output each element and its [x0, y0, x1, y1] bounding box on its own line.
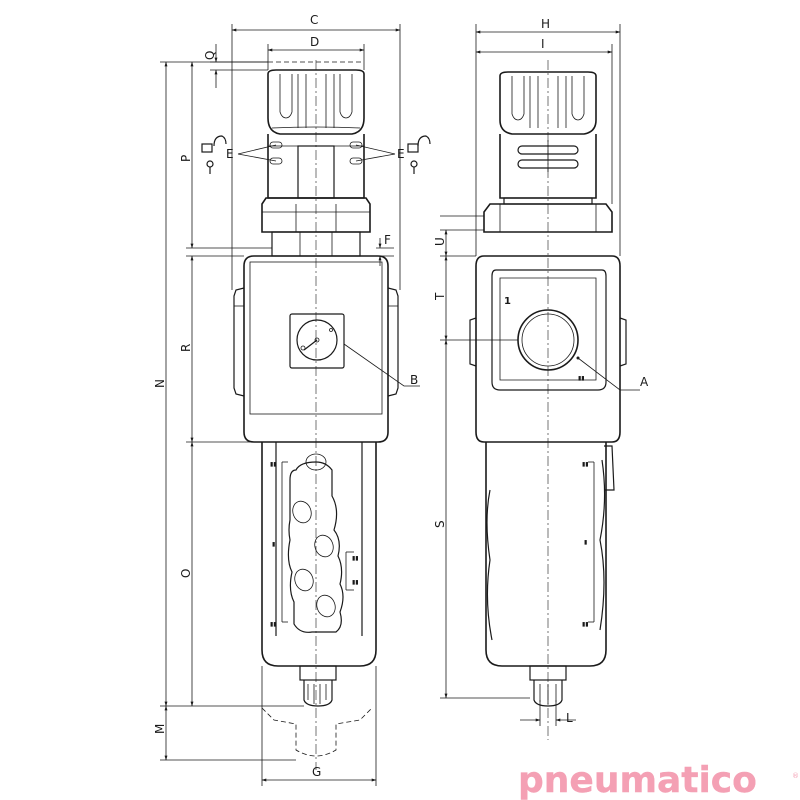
svg-text:▮▮: ▮▮	[582, 461, 589, 468]
svg-text:pneumatico: pneumatico	[518, 760, 757, 800]
dim-label-l: L	[566, 711, 573, 725]
dim-label-r: R	[179, 344, 193, 352]
side-view: ▮▮ ▮▮ ▮▮ ▮	[469, 60, 640, 740]
dimension-labels: C D Q P E E F R N B O M G H I U T S A L …	[153, 13, 649, 779]
port-label: 1	[504, 296, 511, 307]
dim-label-g: G	[312, 765, 321, 779]
dim-label-d: D	[310, 35, 319, 49]
dim-label-s: S	[433, 520, 447, 528]
dim-label-m: M	[153, 724, 167, 734]
svg-text:▮: ▮	[272, 541, 275, 548]
svg-text:▮▮: ▮▮	[582, 621, 589, 628]
front-dimensions	[160, 24, 401, 786]
dim-label-p: P	[179, 155, 193, 162]
dim-label-e-right: E	[397, 147, 405, 161]
dim-label-o: O	[179, 569, 193, 578]
dim-label-q: Q	[203, 51, 217, 60]
brand-logo: pneumatico ®	[518, 760, 799, 800]
dim-label-i: I	[541, 37, 545, 51]
registered-mark: ®	[792, 772, 799, 780]
side-dimensions	[440, 24, 621, 726]
front-view: ▮▮ ▮▮ ▮ ▮▮ ▮▮	[201, 60, 431, 770]
drain-valve	[261, 665, 373, 757]
svg-text:▮▮: ▮▮	[352, 579, 359, 586]
svg-text:▮▮: ▮▮	[578, 375, 585, 382]
brand-name-part2: co	[711, 760, 757, 800]
svg-text:▮▮: ▮▮	[270, 621, 277, 628]
dim-label-b: B	[410, 373, 418, 387]
filter-bowl: ▮▮ ▮▮ ▮ ▮▮ ▮▮	[261, 442, 377, 667]
dim-label-e-left: E	[226, 147, 234, 161]
svg-text:▮: ▮	[584, 539, 587, 546]
dim-label-u: U	[433, 237, 447, 246]
dim-label-h: H	[541, 17, 550, 31]
padlock-icon	[201, 135, 431, 174]
dim-label-c: C	[310, 13, 318, 27]
dim-label-a: A	[640, 375, 649, 389]
lock-nut	[261, 197, 371, 257]
dim-label-t: T	[433, 292, 447, 301]
svg-text:▮▮: ▮▮	[270, 461, 277, 468]
regulator-body	[233, 255, 399, 443]
dim-label-f: F	[384, 233, 391, 247]
svg-text:▮▮: ▮▮	[352, 555, 359, 562]
brand-name-part1: pneumati	[518, 760, 711, 800]
dim-label-n: N	[153, 379, 167, 388]
adjustment-knob	[267, 69, 365, 135]
